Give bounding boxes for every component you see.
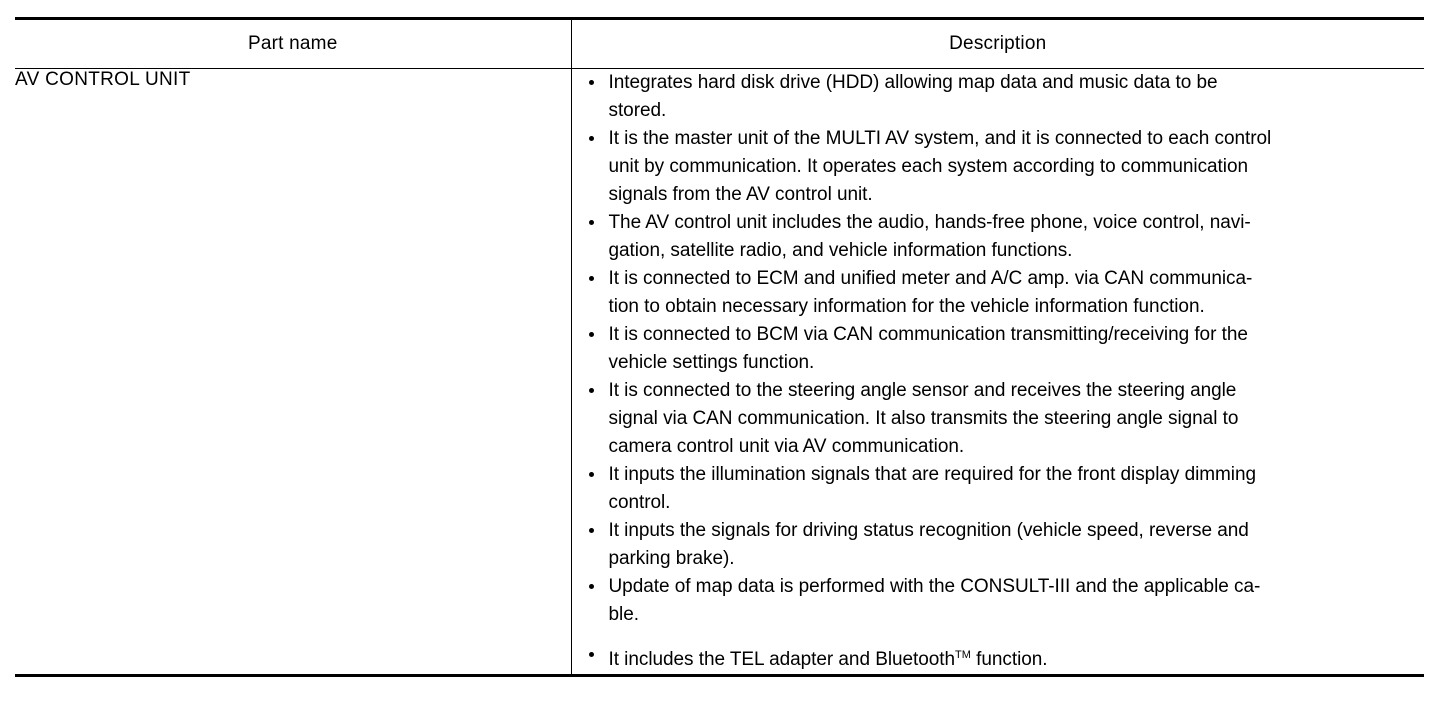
bullet-dot-icon xyxy=(588,388,594,393)
bullet-dot-icon xyxy=(588,528,594,533)
parts-description-table: Part name Description AV CONTROL UNIT In… xyxy=(15,17,1424,677)
bullet-dot-icon xyxy=(588,584,594,589)
description-bullet-list: Integrates hard disk drive (HDD) allowin… xyxy=(572,69,1425,674)
list-item-text: The AV control unit includes the audio, … xyxy=(608,212,1251,261)
table-header-row: Part name Description xyxy=(15,17,1424,69)
bullet-dot-icon xyxy=(588,332,594,337)
list-item-text-prefix: It includes the TEL adapter and Bluetoot… xyxy=(608,649,956,670)
list-item: It is connected to ECM and unified meter… xyxy=(572,265,1425,321)
list-item-text: It inputs the signals for driving status… xyxy=(608,520,1249,569)
list-item: It is connected to BCM via CAN communica… xyxy=(572,321,1425,377)
bullet-dot-icon xyxy=(588,220,594,225)
column-header-description: Description xyxy=(570,17,1424,69)
list-item-text: It is connected to the steering angle se… xyxy=(608,380,1239,457)
trademark-symbol: TM xyxy=(955,649,971,661)
list-item-text: Integrates hard disk drive (HDD) allowin… xyxy=(608,72,1218,121)
list-item: It includes the TEL adapter and Bluetoot… xyxy=(572,641,1425,674)
list-item: It inputs the illumination signals that … xyxy=(572,461,1425,517)
list-item: Update of map data is performed with the… xyxy=(572,573,1425,629)
list-item: The AV control unit includes the audio, … xyxy=(572,209,1425,265)
list-item: Integrates hard disk drive (HDD) allowin… xyxy=(572,69,1425,125)
column-header-part-name: Part name xyxy=(15,17,571,69)
bullet-dot-icon xyxy=(588,136,594,141)
list-item-text: It is connected to ECM and unified meter… xyxy=(608,268,1253,317)
bullet-dot-icon xyxy=(588,276,594,281)
bullet-dot-icon xyxy=(588,80,594,85)
list-item-text: It is connected to BCM via CAN communica… xyxy=(608,324,1248,373)
list-item: It is the master unit of the MULTI AV sy… xyxy=(572,125,1425,209)
list-item: It inputs the signals for driving status… xyxy=(572,517,1425,573)
cell-part-name: AV CONTROL UNIT xyxy=(15,68,571,677)
list-item: It is connected to the steering angle se… xyxy=(572,377,1425,461)
bullet-dot-icon xyxy=(588,652,594,657)
list-item-text-suffix: function. xyxy=(970,649,1048,670)
bullet-dot-icon xyxy=(588,472,594,477)
cell-description: Integrates hard disk drive (HDD) allowin… xyxy=(570,68,1425,677)
list-item-text: It is the master unit of the MULTI AV sy… xyxy=(608,128,1272,205)
table-row: AV CONTROL UNIT Integrates hard disk dri… xyxy=(15,68,1425,677)
list-item-text: Update of map data is performed with the… xyxy=(608,576,1261,625)
list-item-text: It inputs the illumination signals that … xyxy=(608,464,1257,513)
